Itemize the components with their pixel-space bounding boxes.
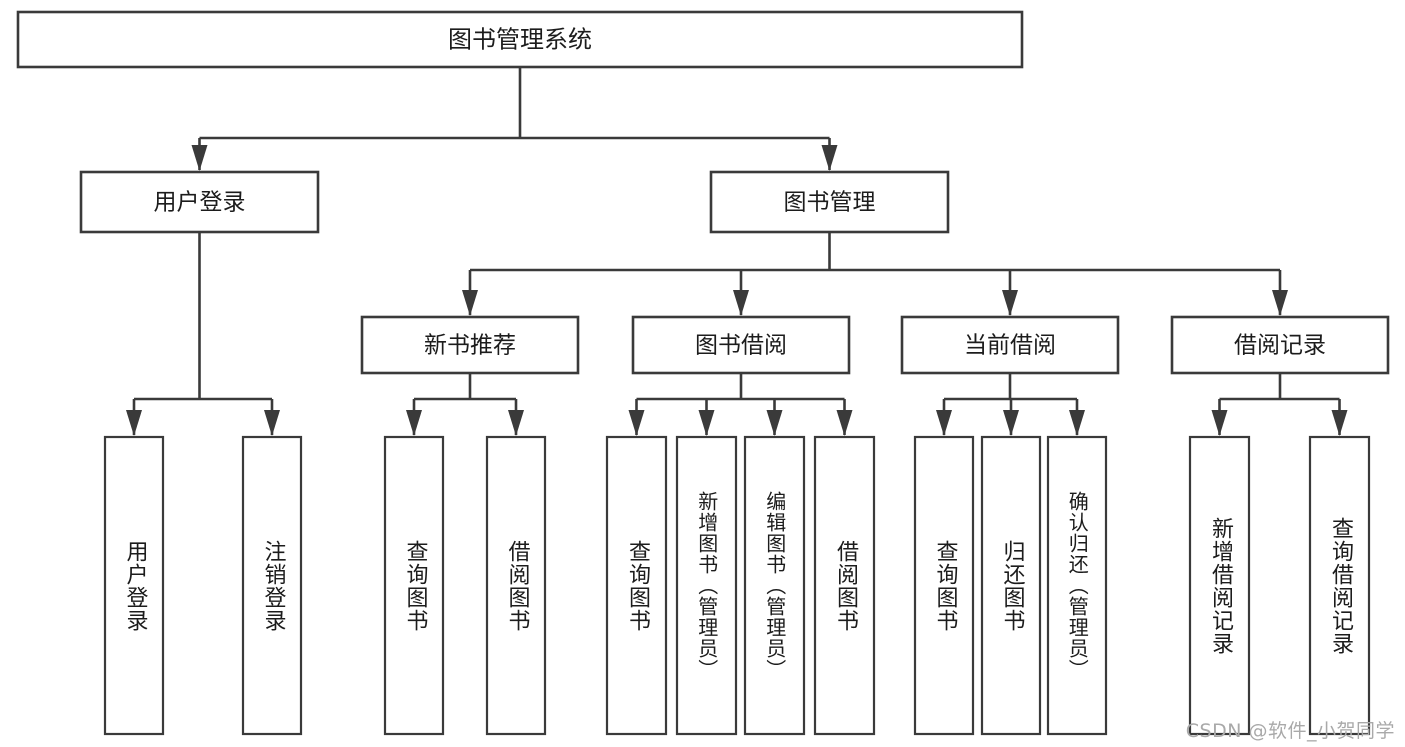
node-label-user-login: 用户登录 [154, 190, 246, 216]
node-leaf-add-book-admin[interactable] [675, 435, 738, 736]
node-label-new-book-recommend: 新书推荐 [424, 333, 516, 359]
node-new-book-recommend[interactable] [360, 315, 580, 375]
node-label-book-manage: 图书管理 [784, 190, 876, 216]
node-leaf-query-book-current[interactable] [913, 435, 975, 736]
node-user-login[interactable] [79, 170, 320, 234]
node-leaf-borrow-book[interactable] [813, 435, 876, 736]
node-current-borrow[interactable] [900, 315, 1120, 375]
node-leaf-add-borrow-record[interactable] [1188, 435, 1251, 736]
node-label-current-borrow: 当前借阅 [964, 333, 1056, 359]
node-book-borrow[interactable] [631, 315, 851, 375]
node-label-book-borrow: 图书借阅 [695, 333, 787, 359]
node-leaf-borrow-book-recommend[interactable] [485, 435, 547, 736]
node-leaf-edit-book-admin[interactable] [743, 435, 806, 736]
node-book-manage[interactable] [709, 170, 950, 234]
watermark: CSDN @软件_小贺同学 [1185, 720, 1395, 742]
node-leaf-query-borrow-record[interactable] [1308, 435, 1371, 736]
node-box-layer [16, 10, 1390, 736]
connector-layer [126, 67, 1348, 436]
node-leaf-return-book[interactable] [980, 435, 1042, 736]
node-borrow-record[interactable] [1170, 315, 1390, 375]
node-label-borrow-record: 借阅记录 [1234, 333, 1326, 359]
node-label-root: 图书管理系统 [448, 26, 592, 54]
node-leaf-user-login[interactable] [103, 435, 165, 736]
node-leaf-query-book-borrow[interactable] [605, 435, 668, 736]
node-leaf-confirm-return-admin[interactable] [1046, 435, 1108, 736]
node-leaf-query-book-recommend[interactable] [383, 435, 445, 736]
node-root[interactable] [16, 10, 1024, 69]
node-leaf-logout[interactable] [241, 435, 303, 736]
